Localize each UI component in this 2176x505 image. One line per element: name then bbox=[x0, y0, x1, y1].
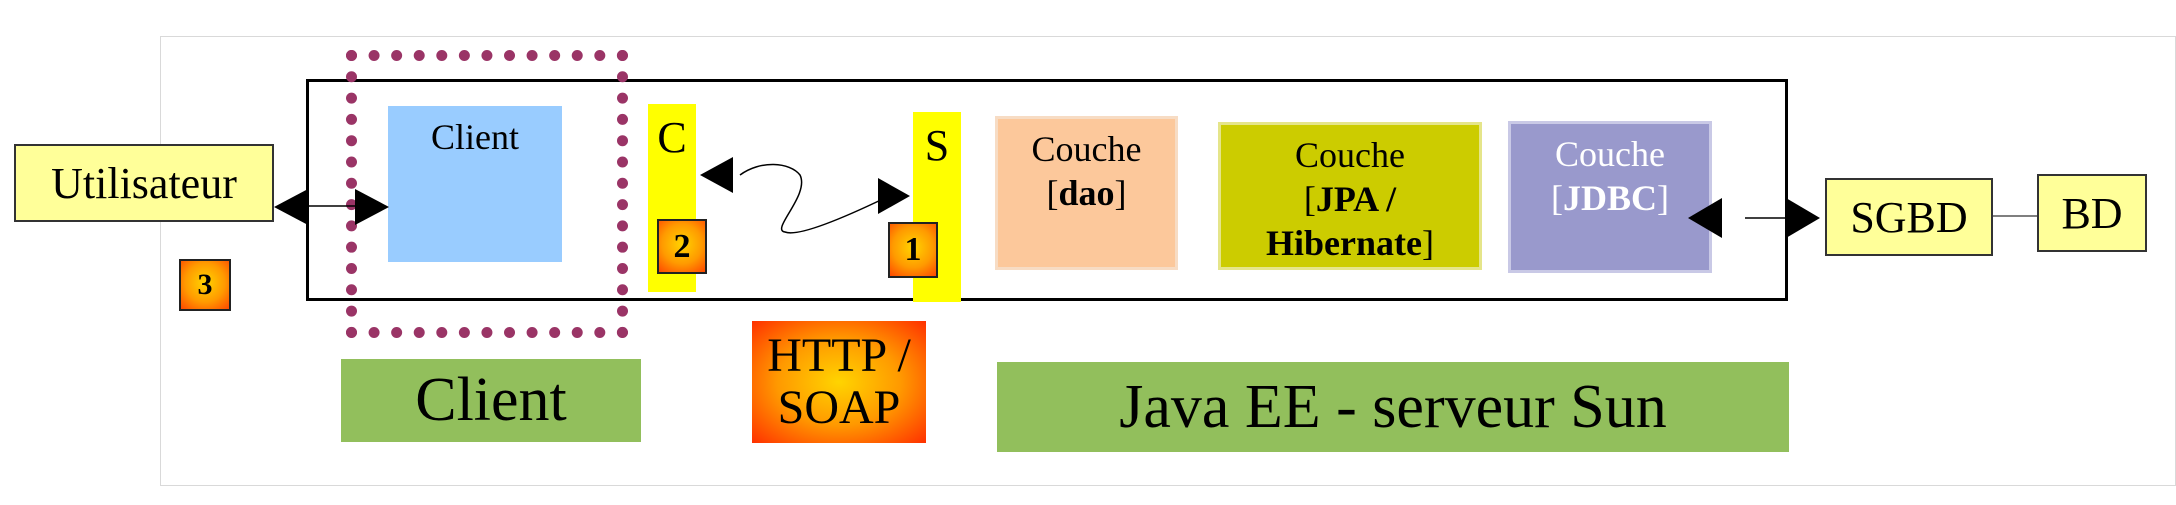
badge-1: 1 bbox=[888, 222, 938, 278]
http-soap-box: HTTP / SOAP bbox=[752, 321, 926, 443]
badge-1-label: 1 bbox=[904, 231, 922, 268]
server-tier-label: Java EE - serveur Sun bbox=[997, 362, 1789, 452]
client-box: Client bbox=[388, 106, 562, 262]
sgbd-label: SGBD bbox=[1850, 192, 1968, 242]
arrowhead-c bbox=[700, 157, 733, 193]
badge-3: 3 bbox=[179, 259, 231, 311]
client-box-label: Client bbox=[431, 117, 519, 157]
arrowhead-right-client bbox=[355, 189, 389, 225]
utilisateur-node: Utilisateur bbox=[14, 144, 274, 222]
arrowhead-left-user bbox=[274, 189, 308, 225]
arrowhead-jdbc bbox=[1688, 198, 1722, 238]
s-bar-label: S bbox=[924, 121, 950, 170]
c-bar-label: C bbox=[657, 113, 687, 162]
badge-3-label: 3 bbox=[197, 268, 213, 301]
c-s-squiggle bbox=[739, 163, 886, 234]
server-tier-text: Java EE - serveur Sun bbox=[1119, 372, 1667, 441]
http-line: HTTP / bbox=[767, 329, 911, 382]
bd-node: BD bbox=[2037, 174, 2147, 252]
soap-line: SOAP bbox=[777, 381, 901, 434]
couche-jpa-title: Couche bbox=[1295, 135, 1405, 175]
client-dotted-outline bbox=[346, 50, 628, 338]
bd-label: BD bbox=[2061, 188, 2123, 238]
couche-jpa-name-2: Hibernate] bbox=[1266, 223, 1434, 263]
arrowhead-s bbox=[878, 178, 910, 214]
client-tier-text: Client bbox=[415, 366, 567, 434]
couche-jdbc-title: Couche bbox=[1555, 134, 1665, 174]
utilisateur-label: Utilisateur bbox=[51, 158, 237, 208]
badge-2: 2 bbox=[657, 219, 707, 274]
couche-dao: Couche [dao] bbox=[995, 116, 1178, 270]
client-tier-label: Client bbox=[341, 359, 641, 442]
couche-dao-name: [dao] bbox=[1046, 173, 1127, 213]
couche-dao-title: Couche bbox=[1031, 129, 1142, 169]
sgbd-node: SGBD bbox=[1825, 178, 1993, 256]
couche-jdbc-name: [JDBC] bbox=[1550, 178, 1669, 218]
couche-jpa: Couche [JPA / Hibernate] bbox=[1218, 122, 1482, 270]
arrowhead-sgbd bbox=[1786, 198, 1820, 238]
couche-jpa-name-1: [JPA / bbox=[1303, 179, 1397, 219]
badge-2-label: 2 bbox=[673, 227, 691, 265]
couche-jdbc: Couche [JDBC] bbox=[1508, 121, 1712, 273]
